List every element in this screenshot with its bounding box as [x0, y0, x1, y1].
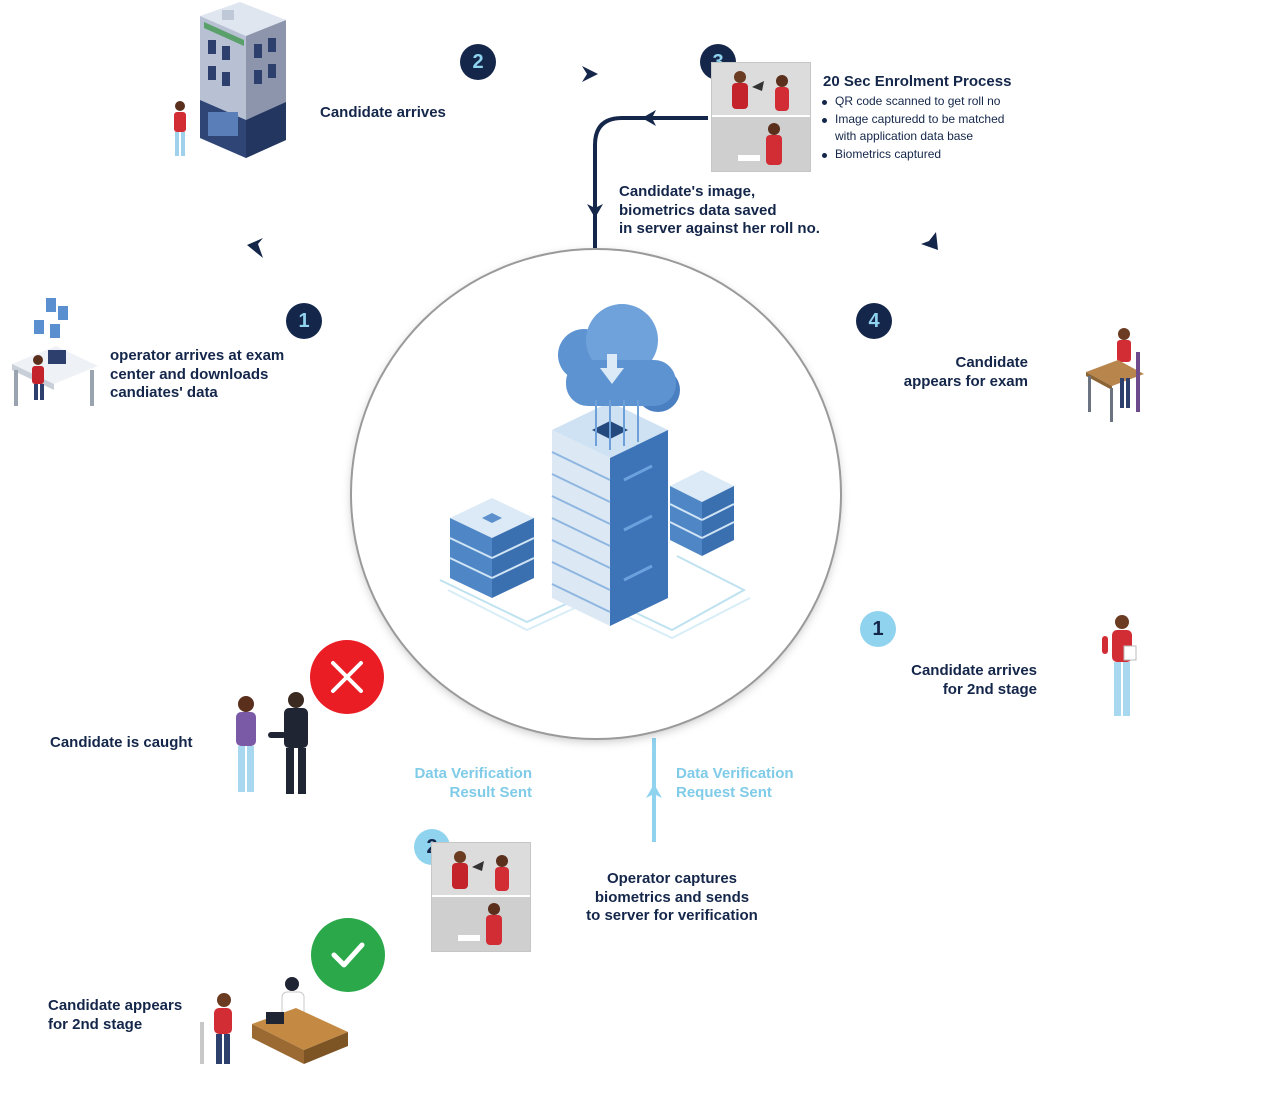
appears-for-exam-label: Candidate appears for exam: [903, 354, 1028, 390]
request-sent-label: Data Verification Request Sent: [676, 765, 794, 801]
walking-candidate-icon: [1102, 615, 1137, 716]
save-connector-arrow-left: [642, 110, 656, 126]
right-server: [669, 470, 735, 556]
capture-photo: [431, 842, 531, 952]
operator-captures-label: Operator captures biometrics and sends t…: [586, 870, 758, 924]
caught-scene-icon: [236, 692, 308, 794]
step-badge-4: 4: [856, 303, 892, 339]
cycle-arrow-top: [582, 66, 598, 82]
candidate-arrives-label: Candidate arrives: [320, 104, 446, 121]
x-mark-icon: [331, 661, 363, 693]
operator-arrives-label: operator arrives at exam center and down…: [110, 347, 285, 401]
step-badge-1: 1: [286, 303, 322, 339]
step-badge-2: 2: [460, 44, 496, 80]
cloud-shape: [558, 304, 680, 412]
cycle-arrow-right: [921, 232, 938, 250]
left-server: [449, 498, 535, 598]
candidate-caught-label: Candidate is caught: [50, 734, 193, 751]
cloud-server-icon: [439, 304, 751, 640]
operator-desk-icon: [12, 298, 98, 406]
enrolment-title: 20 Sec Enrolment Process: [823, 73, 1012, 90]
data-saved-label: Candidate's image, biometrics data saved…: [619, 183, 820, 237]
enrolment-item: Image capturedd to be matched with appli…: [822, 111, 1042, 146]
exam-desk-icon: [1086, 328, 1144, 422]
fail-badge: [310, 640, 384, 714]
building-icon: [174, 2, 286, 158]
save-connector-arrow-down: [587, 204, 603, 218]
enrolment-item: QR code scanned to get roll no: [822, 93, 1042, 111]
server-circle: [352, 250, 840, 738]
interview-scene-icon: [200, 977, 348, 1064]
enrolment-item: Biometrics captured: [822, 146, 1042, 164]
appears-second-stage-label: Candidate appears for 2nd stage: [48, 997, 183, 1033]
cycle-arrow-left: [247, 238, 263, 258]
ok-badge: [311, 918, 385, 992]
arrives-second-stage-label: Candidate arrives for 2nd stage: [911, 662, 1037, 698]
result-sent-label: Data Verification Result Sent: [414, 765, 532, 801]
check-mark-icon: [331, 942, 365, 968]
save-connector-line: [593, 116, 708, 248]
enrolment-list: QR code scanned to get roll no Image cap…: [822, 93, 1042, 163]
request-connector-arrow-up: [646, 784, 662, 798]
tower-server: [551, 402, 668, 626]
second-step-badge-1: 1: [860, 611, 896, 647]
enrolment-photo: [711, 62, 811, 172]
